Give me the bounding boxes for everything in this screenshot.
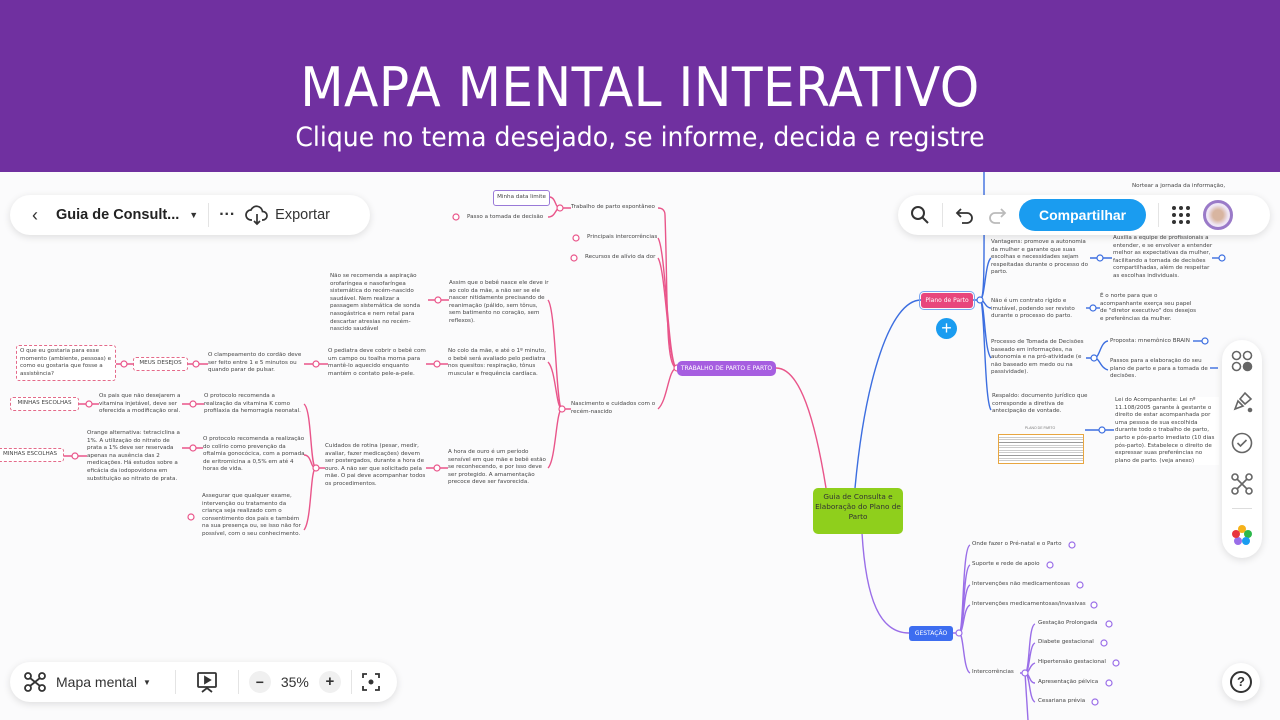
node-advantages-2[interactable]: Auxilia a equipe de profissionais a ente… — [1113, 235, 1213, 279]
check-circle-icon[interactable] — [1231, 432, 1253, 454]
complication-item[interactable]: Apresentação pélvica — [1038, 679, 1099, 685]
side-toolbar — [1222, 340, 1262, 558]
grid-icon[interactable] — [1171, 205, 1191, 225]
mindmap-icon[interactable] — [1231, 473, 1253, 495]
node-b1[interactable]: Assim que o bebê nasce ele deve ir ao co… — [449, 280, 549, 324]
plan-thumbnail-image[interactable] — [998, 434, 1084, 464]
help-button[interactable]: ? — [1222, 663, 1260, 701]
gestation-item[interactable]: Intercorrências — [972, 669, 1014, 675]
divider — [942, 203, 943, 227]
node-thumbnail-label: PLANO DE PARTO — [1024, 426, 1056, 430]
node-steps[interactable]: Passos para a elaboração do seu plano de… — [1110, 358, 1208, 380]
node-law[interactable]: Lei do Acompanhante: Lei nº 11.108/2005 … — [1115, 397, 1219, 466]
node-spontaneous[interactable]: Trabalho de parto espontâneo — [571, 204, 655, 210]
gestation-item[interactable]: Intervenções não medicamentosas — [972, 581, 1071, 587]
node-c2[interactable]: O pediatra deve cobrir o bebê com um cam… — [328, 348, 426, 377]
node-my-wishes[interactable]: MEUS DESEJOS — [133, 357, 188, 371]
topic-birth-plan[interactable]: Plano de Parto — [919, 291, 975, 310]
gestation-item[interactable]: Intervenções medicamentosas/invasivas — [972, 601, 1086, 607]
node-complications[interactable]: Principais intercorrências — [587, 234, 658, 240]
chevron-down-icon[interactable]: ▼ — [142, 677, 151, 687]
undo-icon[interactable] — [955, 206, 975, 224]
view-toolbar: Mapa mental ▼ − 35% + — [10, 662, 397, 702]
divider — [237, 670, 239, 694]
cloud-download-icon[interactable] — [245, 204, 269, 226]
share-button[interactable]: Compartilhar — [1019, 199, 1147, 231]
node-eye-drops-alt[interactable]: Orange alternativa: tetraciclina a 1%. A… — [87, 430, 180, 482]
node-wish-question[interactable]: O que eu gostaria para esse momento (amb… — [16, 345, 116, 382]
node-vitamin-k-alt[interactable]: Os pais que não desejarem a vitamina inj… — [99, 393, 181, 415]
node-process[interactable]: Processo de Tomada de Decisões baseado e… — [991, 339, 1084, 376]
complication-item[interactable]: Diabete gestacional — [1038, 639, 1094, 645]
node-legal[interactable]: Respaldo: documento jurídico que corresp… — [992, 393, 1088, 415]
zoom-level: 35% — [280, 674, 309, 690]
banner-title: MAPA MENTAL INTERATIVO — [300, 56, 980, 119]
color-palette-icon[interactable] — [1231, 524, 1253, 546]
node-cord[interactable]: O clampeamento do cordão deve ser feito … — [208, 352, 302, 374]
presentation-icon[interactable] — [196, 671, 218, 693]
main-toolbar: Compartilhar — [898, 195, 1270, 235]
zoom-in-button[interactable]: + — [318, 671, 341, 693]
node-b2[interactable]: No colo da mãe, e até o 1º minuto, o beb… — [448, 348, 546, 377]
chevron-left-icon[interactable]: ‹ — [32, 204, 38, 225]
divider — [1158, 203, 1160, 227]
central-topic[interactable]: Guia de Consulta e Elaboração do Plano d… — [813, 488, 903, 534]
complication-item[interactable]: Cesariana prévia — [1038, 698, 1086, 704]
node-flexible[interactable]: Não é um contrato rígido e imutável, pod… — [991, 298, 1075, 320]
add-topic-button[interactable]: + — [936, 318, 957, 339]
node-birth[interactable]: Nascimento e cuidados com o recém-nascid… — [571, 401, 656, 415]
node-brain[interactable]: Proposta: mnemônico BRAIN — [1110, 338, 1190, 344]
gestation-item[interactable]: Onde fazer o Pré-natal e o Parto — [972, 541, 1062, 547]
node-consent[interactable]: Assegurar que qualquer exame, intervençã… — [202, 493, 301, 537]
node-my-choices-1[interactable]: MINHAS ESCOLHAS — [10, 397, 79, 411]
node-eye-drops[interactable]: O protocolo recomenda a realização do co… — [203, 436, 305, 473]
document-toolbar: ‹ Guia de Consult... ▼ ··· Exportar — [10, 195, 370, 235]
redo-icon[interactable] — [987, 206, 1007, 224]
node-guide[interactable]: Nortear a jornada da informação, — [1132, 183, 1226, 189]
mindmap-canvas[interactable]: Guia de Consulta e Elaboração do Plano d… — [0, 172, 1280, 720]
zoom-out-button[interactable]: − — [248, 671, 271, 693]
node-b3[interactable]: A hora de ouro é um período sensível em … — [448, 449, 546, 486]
node-c1[interactable]: Não se recomenda a aspiração orofaríngea… — [330, 273, 421, 333]
gestation-item[interactable]: Suporte e rede de apoio — [972, 561, 1040, 567]
node-advantages[interactable]: Vantagens: promove a autonomia da mulher… — [991, 239, 1089, 276]
fit-screen-icon[interactable] — [361, 673, 380, 691]
complication-item[interactable]: Gestação Prolongada — [1038, 620, 1098, 626]
topic-gestation[interactable]: GESTAÇÃO — [909, 626, 953, 641]
divider — [350, 670, 352, 694]
complication-item[interactable]: Hipertensão gestacional — [1038, 659, 1106, 665]
node-my-choices-2[interactable]: MINHAS ESCOLHAS — [0, 448, 64, 462]
node-flexible-2[interactable]: É o norte para que o acompanhante exerça… — [1100, 293, 1197, 322]
search-icon[interactable] — [910, 205, 930, 225]
banner-subtitle: Clique no tema desejado, se informe, dec… — [295, 122, 985, 153]
export-button[interactable]: Exportar — [275, 207, 330, 223]
paintbrush-icon[interactable] — [1231, 391, 1253, 413]
chevron-down-icon[interactable]: ▼ — [189, 210, 199, 220]
divider — [1232, 508, 1252, 509]
banner: MAPA MENTAL INTERATIVO Clique no tema de… — [0, 0, 1280, 172]
view-mode-select[interactable]: Mapa mental — [56, 674, 137, 690]
divider — [208, 203, 210, 227]
help-icon: ? — [1230, 671, 1252, 693]
node-vitamin-k[interactable]: O protocolo recomenda a realização da vi… — [204, 393, 301, 415]
ellipsis-icon[interactable]: ··· — [219, 206, 236, 223]
document-title[interactable]: Guia de Consult... — [56, 207, 180, 223]
node-pain-relief[interactable]: Recursos de alívio da dor — [585, 254, 656, 260]
node-my-deadline[interactable]: Minha data limite — [493, 190, 550, 206]
divider — [174, 670, 176, 694]
node-c3[interactable]: Cuidados de rotina (pesar, medir, avalia… — [325, 443, 426, 487]
connector-lines — [64, 172, 1226, 720]
layout-icon[interactable] — [1231, 350, 1253, 372]
avatar[interactable] — [1203, 200, 1234, 230]
mindmap-icon[interactable] — [24, 672, 46, 692]
topic-labor[interactable]: TRABALHO DE PARTO E PARTO — [677, 361, 776, 376]
node-decision[interactable]: Passo a tomada de decisão — [467, 214, 544, 220]
